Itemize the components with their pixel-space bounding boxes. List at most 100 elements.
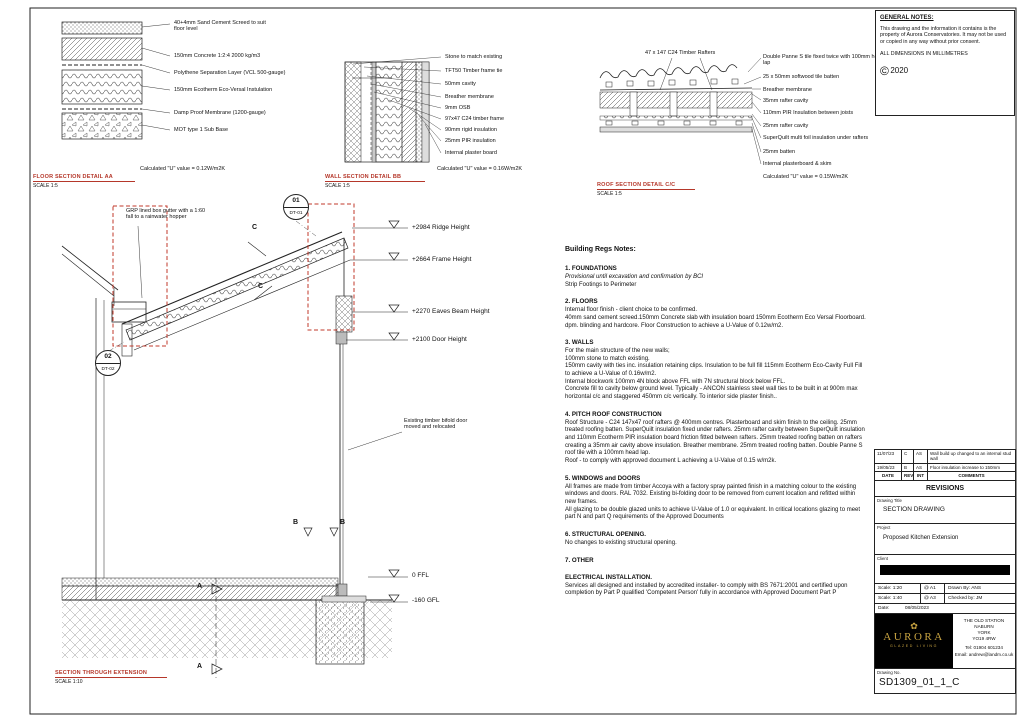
regs-section-other: 7. OTHER — [565, 557, 867, 565]
date-value: 08/05/2023 — [904, 605, 929, 611]
company-tagline: GLAZED LIVING — [890, 643, 938, 648]
floor-material-label-5: MOT type 1 Sub Base — [174, 127, 229, 133]
wall-detail-title: WALL SECTION DETAIL BB — [325, 174, 402, 180]
level-label-ffl: 0 FFL — [412, 572, 429, 579]
roof-detail-scale: SCALE 1:5 — [597, 191, 622, 197]
regs-section-windows: 5. WINDOWS and DOORS All frames are made… — [565, 475, 867, 522]
rev-header-comments: COMMENTS — [958, 473, 985, 479]
level-label-door: +2100 Door Height — [412, 336, 467, 343]
rev-initials: AS — [914, 450, 928, 464]
aurora-flower-icon: ✿ — [910, 620, 918, 631]
wall-material-label-1: TFT50 Timber frame tie — [445, 68, 503, 74]
rev-code: B — [902, 463, 914, 473]
company-address: THE OLD STATION NABURN YORK YO19 4RW Tel… — [953, 614, 1015, 668]
wall-material-label-7: 25mm PIR insulation — [445, 138, 496, 144]
rev-header-int: INT — [914, 472, 928, 480]
section-letter-b1: B — [293, 519, 299, 526]
door-note: Existing timber bifold door moved and re… — [404, 418, 468, 431]
roof-material-label-4: 110mm PIR Insulation between joists — [763, 110, 854, 116]
caption-rule — [597, 189, 695, 190]
building-regs-notes: Building Regs Notes: 1. FOUNDATIONS Prov… — [565, 246, 867, 607]
wall-detail-caption: WALL SECTION DETAIL BB SCALE 1:5 — [325, 174, 425, 189]
level-label-gfl: -160 GFL — [412, 597, 440, 604]
roof-detail-drawing — [599, 57, 762, 165]
drawing-no-box: Drawing No. SD1309_01_1_C — [874, 667, 1016, 694]
rev-date: 11/07/23 — [875, 450, 902, 464]
scale-label: Scale: — [878, 585, 892, 591]
floor-material-label-3: 150mm Ecotherm Eco-Versal Instulation — [174, 87, 273, 93]
address-line: YO19 4RW — [972, 636, 996, 642]
checked-by-label: Checked by: — [948, 595, 975, 601]
roof-material-label-1: 25 x 50mm softwood tile batten — [763, 74, 840, 80]
regs-body: Services all designed and installed by a… — [565, 582, 848, 597]
rev-date: 19/05/23 — [875, 463, 902, 473]
company-name: AURORA — [883, 630, 945, 643]
scale-cell-2: Scale: 1:40 — [875, 593, 921, 603]
project-name: Proposed Kitchen Extension — [883, 534, 959, 541]
regs-body: Strip Footings to Perimeter — [565, 281, 637, 288]
caption-rule — [325, 181, 425, 182]
section-letter-c2: C — [258, 283, 264, 290]
rev-header-date: DATE — [875, 472, 902, 480]
scale-value-a1: 1:20 — [892, 585, 903, 591]
floor-material-label-2: Polythene Separation Layer (VCL 500-gaug… — [174, 70, 286, 76]
section-title: SECTION THROUGH EXTENSION — [55, 670, 148, 676]
wall-material-label-5: 97x47 C24 timber frame — [445, 116, 504, 122]
drawing-title-box: Drawing Title SECTION DRAWING — [874, 495, 1016, 524]
section-letter-a2: A — [197, 663, 203, 670]
company-logo: ✿ AURORA GLAZED LIVING — [875, 613, 953, 668]
wall-material-label-4: 9mm OSB — [445, 105, 471, 111]
floor-detail-caption: FLOOR SECTION DETAIL AA SCALE 1:5 — [33, 174, 135, 189]
drawing-no-label: Drawing No. — [877, 669, 901, 675]
drawing-title: SECTION DRAWING — [883, 505, 945, 513]
floor-material-label-4: Damp Proof Membrane (1200-gauge) — [174, 110, 266, 116]
drawing-number: SD1309_01_1_C — [879, 676, 960, 688]
regs-body: Roof Structure - C24 147x47 roof rafters… — [565, 419, 865, 465]
regs-heading: 2. FLOORS — [565, 298, 598, 306]
project-label: Project — [877, 524, 891, 530]
level-label-ridge: +2984 Ridge Height — [412, 224, 470, 231]
section-caption: SECTION THROUGH EXTENSION SCALE 1:10 — [55, 670, 167, 685]
roof-detail-title: ROOF SECTION DETAIL C/C — [597, 182, 676, 188]
wall-material-label-8: Internal plaster board — [445, 150, 497, 156]
general-notes-dimensions: ALL DIMENSIONS IN MILLIMETRES — [880, 51, 968, 58]
floor-detail-drawing — [61, 21, 171, 140]
roof-material-label-5: 25mm rafter cavity — [763, 123, 809, 129]
regs-body: All frames are made from timber Accoya w… — [565, 483, 861, 521]
wall-material-label-2: 50mm cavity — [445, 81, 476, 87]
roof-material-label-6: SuperQuilt multi foil insulation under r… — [763, 135, 869, 141]
regs-section-roof: 4. PITCH ROOF CONSTRUCTION Roof Structur… — [565, 411, 867, 466]
rev-initials: AS — [914, 463, 928, 473]
date-label: Date: — [878, 605, 890, 611]
detail-marker-number: 02 — [96, 351, 120, 364]
detail-marker-02: 02 DT-02 — [95, 350, 121, 376]
regs-heading: 4. PITCH ROOF CONSTRUCTION — [565, 410, 662, 418]
detail-marker-ref: DT-02 — [101, 367, 115, 372]
regs-title: Building Regs Notes: — [565, 246, 636, 253]
floor-detail-scale: SCALE 1:5 — [33, 183, 58, 189]
wall-detail-drawing — [344, 56, 442, 163]
rev-comment: Floor insulation increase to 150mm — [928, 464, 1015, 473]
floor-u-value: Calculated "U" value = 0.12W/m2K — [140, 166, 226, 172]
drawn-by-value: ANS — [971, 585, 982, 591]
floor-material-label-1: 150mm Concrete 1:2:4 2000 kg/m3 — [174, 53, 261, 59]
regs-section-walls: 3. WALLS For the main structure of the n… — [565, 339, 867, 402]
section-letter-a1: A — [197, 583, 203, 590]
regs-body: Provisional until excavation and confirm… — [565, 274, 867, 282]
roof-material-label-8: Internal plasterboard & skim — [763, 161, 832, 167]
roof-material-label-0: Double Panne S tile fixed twice with 100… — [763, 54, 884, 67]
client-label: Client — [877, 555, 888, 561]
regs-heading: 1. FOUNDATIONS — [565, 264, 617, 272]
regs-heading: 3. WALLS — [565, 339, 594, 347]
company-tel: Tel: 01904 601234 — [965, 645, 1003, 651]
copyright-icon: © — [880, 63, 889, 78]
scale-grid: Scale: 1:20 @ A1 Drawn By: ANS Scale: 1:… — [874, 582, 1016, 604]
detail-marker-01: 01 DT-01 — [283, 194, 309, 220]
scale-at-a1: @ A1 — [921, 583, 945, 594]
regs-section-structural: 6. STRUCTURAL OPENING. No changes to exi… — [565, 531, 867, 548]
roof-detail-caption: ROOF SECTION DETAIL C/C SCALE 1:5 — [597, 182, 695, 197]
scale-value-a3: 1:40 — [892, 595, 903, 601]
address-line: NABURN — [974, 623, 994, 629]
wall-u-value: Calculated "U" value = 0.16W/m2K — [437, 166, 523, 172]
